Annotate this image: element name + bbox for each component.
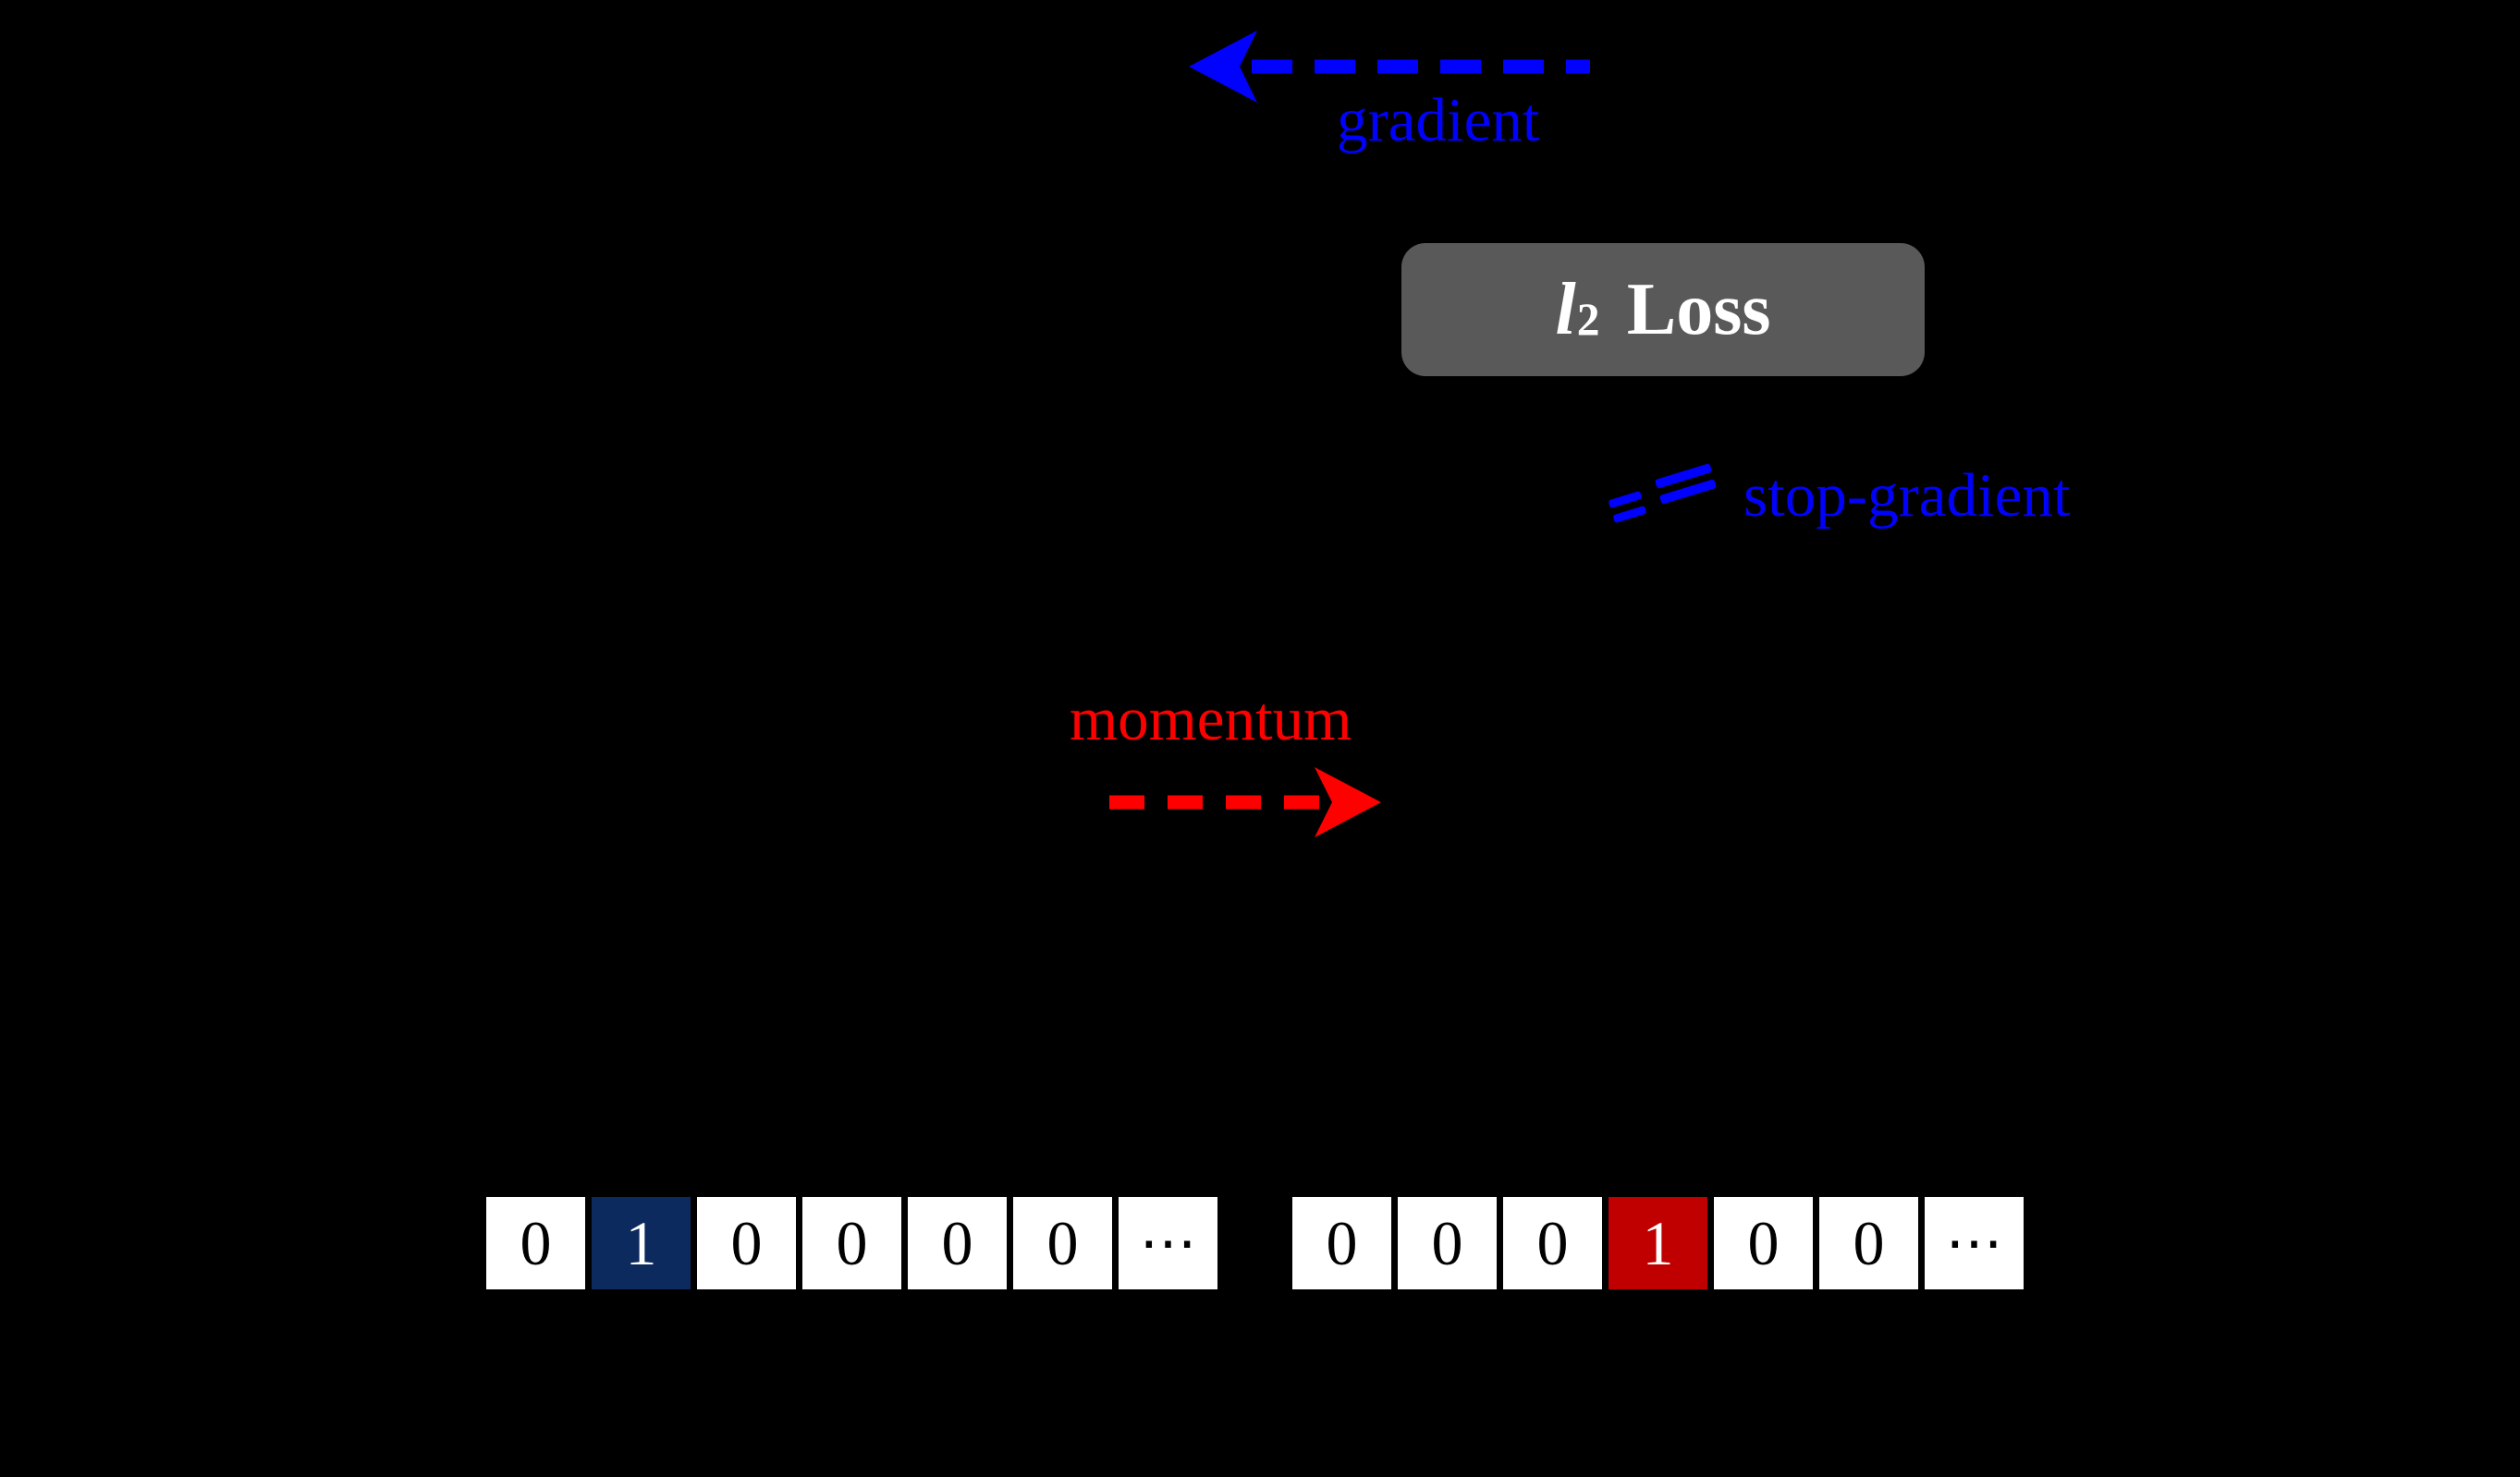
vector-cell: 0 [1398,1197,1497,1289]
stop-gradient-label: stop-gradient [1743,461,2071,530]
gradient-arrow-icon [1189,31,1590,103]
vector-cell: 0 [1013,1197,1112,1289]
one-hot-vector-right: 0 0 0 1 0 0 ⋯ [1292,1197,2024,1289]
loss-box-symbol: l [1555,268,1576,350]
loss-box-label: Loss [1626,268,1771,350]
stop-gradient-bar [1612,505,1647,524]
vector-cell-highlight: 1 [592,1197,691,1289]
stop-gradient-bar [1608,490,1643,509]
gradient-arrow [1187,28,1594,105]
vector-cell: 0 [908,1197,1007,1289]
vector-cell-highlight: 1 [1609,1197,1707,1289]
vector-cell: 0 [697,1197,796,1289]
vector-cell: 0 [802,1197,901,1289]
vector-cell: 0 [1819,1197,1918,1289]
momentum-arrow-icon [1109,767,1381,837]
momentum-arrow [1106,763,1383,841]
vector-cell: 0 [1714,1197,1813,1289]
vector-cell: 0 [486,1197,585,1289]
stop-gradient-icon [1607,462,1722,527]
vector-cell-ellipsis: ⋯ [1925,1197,2024,1289]
vector-cell: 0 [1503,1197,1602,1289]
vector-cell-ellipsis: ⋯ [1119,1197,1217,1289]
gradient-label: gradient [1337,86,1540,154]
loss-box-subscript: 2 [1576,294,1600,346]
momentum-label: momentum [1070,685,1352,753]
one-hot-vector-left: 0 1 0 0 0 0 ⋯ [486,1197,1217,1289]
vector-cell: 0 [1292,1197,1391,1289]
